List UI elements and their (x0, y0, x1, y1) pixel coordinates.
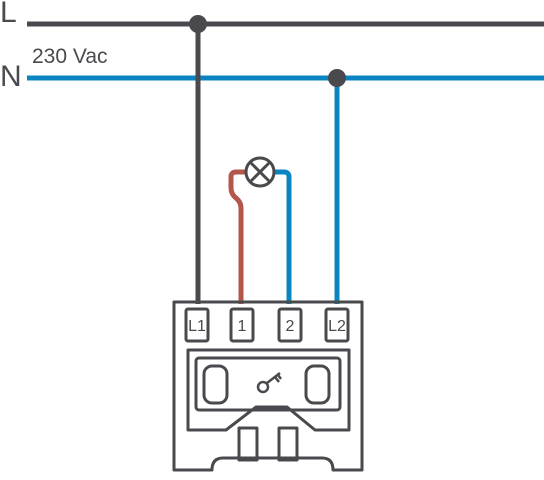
key-icon (256, 372, 282, 394)
switch-panel (186, 348, 351, 432)
base-slot-right (277, 426, 299, 462)
neutral-junction-dot (328, 69, 346, 87)
base-slot-left (237, 426, 259, 462)
voltage-label: 230 Vac (32, 45, 108, 68)
rocker-pad-right (304, 364, 331, 405)
terminal-block-l1 (184, 307, 210, 343)
lamp-icon (244, 156, 276, 188)
terminal-label-2: 2 (286, 318, 295, 335)
switched-wire (228, 169, 245, 304)
switch-housing (172, 300, 364, 472)
live-line-label: L (0, 0, 17, 29)
terminal-label-1: 1 (238, 318, 247, 335)
live-junction-dot (189, 15, 207, 33)
terminal-block-2 (277, 307, 303, 343)
rocker-pad-left (202, 364, 229, 405)
terminal-label-l2: L2 (328, 318, 346, 335)
terminal-label-l1: L1 (188, 318, 206, 335)
lamp-return-wire (275, 169, 292, 304)
terminal-block-1 (229, 307, 255, 343)
switch-rocker (194, 356, 342, 412)
switch-mechanism (172, 300, 364, 472)
neutral-line-label: N (0, 60, 22, 93)
terminal-block-l2 (324, 307, 350, 343)
